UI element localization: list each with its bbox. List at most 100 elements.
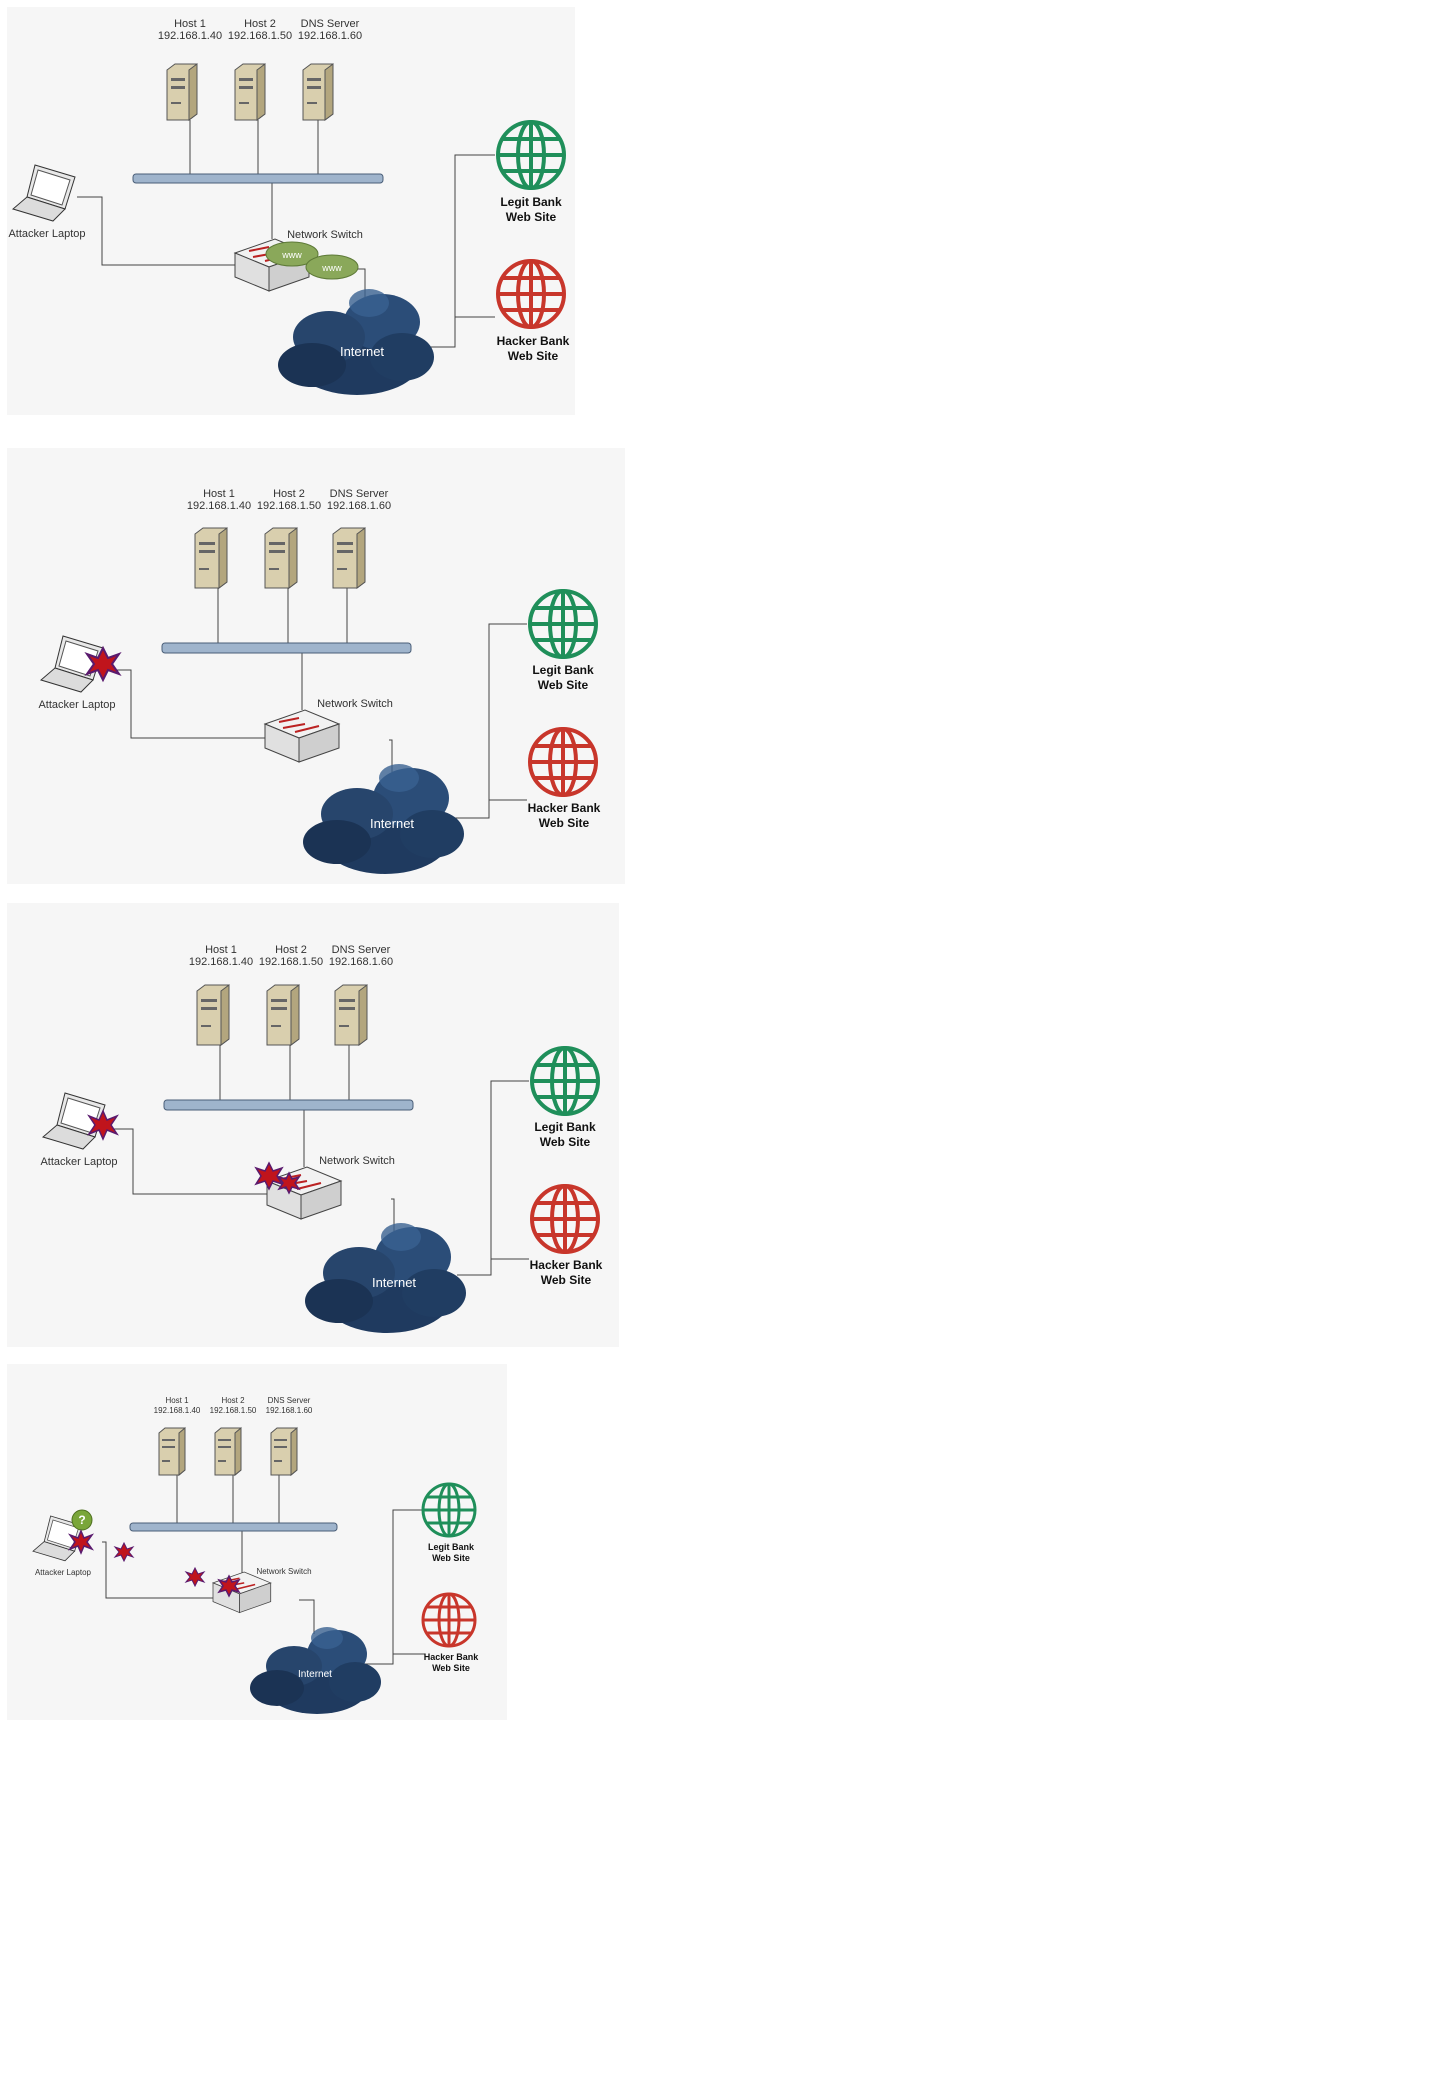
dns-server-ip: 192.168.1.60 — [329, 956, 393, 968]
network-diagram-1: Host 1 192.168.1.40 Host 2 192.168.1.50 … — [8, 18, 570, 395]
attacker-laptop-icon — [41, 1092, 106, 1150]
dns-server-icon — [302, 63, 334, 121]
host-2-ip: 192.168.1.50 — [210, 1406, 257, 1415]
host-2-name: Host 2 — [273, 488, 305, 500]
connection-lines — [77, 120, 495, 348]
host-1-server-icon — [196, 984, 230, 1046]
network-switch-label: Network Switch — [287, 229, 363, 241]
dns-server-ip: 192.168.1.60 — [298, 30, 362, 42]
legit-bank-label-line2: Web Site — [540, 1135, 591, 1149]
network-switch-label: Network Switch — [256, 1567, 311, 1576]
attacker-laptop-label: Attacker Laptop — [8, 228, 85, 240]
legit-bank-label-line2: Web Site — [432, 1553, 470, 1563]
hacker-bank-label-line2: Web Site — [432, 1663, 470, 1673]
hacker-bank-label-line2: Web Site — [539, 816, 590, 830]
legit-bank-globe-icon — [528, 589, 598, 659]
hacker-bank-globe-icon — [496, 259, 566, 329]
host-2-ip: 192.168.1.50 — [259, 956, 323, 968]
www-bubble-1 — [265, 241, 319, 267]
dns-server-icon — [332, 527, 366, 589]
host-1-ip: 192.168.1.40 — [154, 1406, 201, 1415]
attack-burst-icon — [217, 1574, 241, 1598]
host-1-ip: 192.168.1.40 — [189, 956, 253, 968]
question-badge-icon: ? — [71, 1509, 93, 1531]
hacker-bank-label-line2: Web Site — [508, 349, 559, 363]
internet-cloud-icon — [303, 764, 464, 874]
host-2-name: Host 2 — [275, 944, 307, 956]
hacker-bank-label-line1: Hacker Bank — [497, 334, 570, 348]
dns-server-ip: 192.168.1.60 — [266, 1406, 313, 1415]
attack-burst-icon — [254, 1161, 284, 1191]
host-1-name: Host 1 — [165, 1396, 189, 1405]
dns-server-icon — [334, 984, 368, 1046]
hacker-bank-globe-icon — [530, 1184, 600, 1254]
attack-burst-icon — [84, 645, 122, 683]
legit-bank-globe-icon — [530, 1046, 600, 1116]
network-bus — [129, 1522, 338, 1532]
network-bus — [132, 173, 384, 184]
network-switch-icon — [263, 709, 341, 763]
legit-bank-label-line1: Legit Bank — [534, 1120, 596, 1134]
connection-lines — [99, 1028, 529, 1276]
attacker-laptop-icon — [11, 164, 76, 222]
diagram-panel-3: Host 1 192.168.1.40 Host 2 192.168.1.50 … — [7, 903, 619, 1347]
attack-burst-icon — [113, 1541, 135, 1563]
attack-burst-icon — [277, 1171, 301, 1195]
network-switch-label: Network Switch — [317, 698, 393, 710]
legit-bank-label-line1: Legit Bank — [428, 1542, 475, 1552]
host-1-name: Host 1 — [174, 18, 206, 30]
question-mark: ? — [78, 1513, 85, 1527]
attack-burst-icon — [87, 1109, 119, 1141]
network-bus — [163, 1099, 414, 1111]
legit-bank-globe-icon — [421, 1482, 477, 1538]
attack-burst-icon — [184, 1566, 206, 1588]
diagram-panel-2: Host 1 192.168.1.40 Host 2 192.168.1.50 … — [7, 448, 625, 884]
www-bubble-2 — [305, 254, 359, 280]
connection-lines — [102, 1459, 425, 1665]
network-switch-icon — [211, 1571, 272, 1614]
dns-server-icon — [270, 1426, 298, 1477]
www-bubble-1-label: www — [281, 250, 302, 260]
dns-server-ip: 192.168.1.60 — [327, 500, 391, 512]
hacker-bank-label-line1: Hacker Bank — [530, 1258, 603, 1272]
dns-server-name: DNS Server — [330, 488, 389, 500]
network-diagram-3: Host 1 192.168.1.40 Host 2 192.168.1.50 … — [40, 944, 603, 1333]
host-1-server-icon — [194, 527, 228, 589]
host-1-ip: 192.168.1.40 — [158, 30, 222, 42]
network-diagram-2: Host 1 192.168.1.40 Host 2 192.168.1.50 … — [38, 488, 601, 874]
host-1-name: Host 1 — [203, 488, 235, 500]
internet-cloud-icon — [278, 289, 434, 395]
network-diagram-4: Host 1 192.168.1.40 Host 2 192.168.1.50 … — [32, 1396, 479, 1714]
diagram-panel-1: Host 1 192.168.1.40 Host 2 192.168.1.50 … — [7, 7, 575, 415]
host-2-server-icon — [234, 63, 266, 121]
network-switch-label: Network Switch — [319, 1155, 395, 1167]
legit-bank-label-line1: Legit Bank — [500, 195, 562, 209]
host-2-server-icon — [214, 1426, 242, 1477]
legit-bank-globe-icon — [496, 120, 566, 190]
host-1-name: Host 1 — [205, 944, 237, 956]
host-1-ip: 192.168.1.40 — [187, 500, 251, 512]
host-2-server-icon — [266, 984, 300, 1046]
hacker-bank-label-line1: Hacker Bank — [528, 801, 601, 815]
dns-server-name: DNS Server — [332, 944, 391, 956]
dns-server-name: DNS Server — [301, 18, 360, 30]
diagram-panel-4: Host 1 192.168.1.40 Host 2 192.168.1.50 … — [7, 1364, 507, 1720]
www-bubble-2-label: www — [321, 263, 342, 273]
internet-label: Internet — [372, 1275, 416, 1290]
host-2-name: Host 2 — [221, 1396, 245, 1405]
attacker-laptop-label: Attacker Laptop — [35, 1568, 92, 1577]
connection-lines — [97, 571, 527, 819]
attacker-laptop-label: Attacker Laptop — [40, 1156, 117, 1168]
internet-cloud-icon — [305, 1223, 466, 1333]
attack-burst-icon — [67, 1529, 95, 1555]
legit-bank-label-line2: Web Site — [538, 678, 589, 692]
dns-server-name: DNS Server — [268, 1396, 311, 1405]
host-2-name: Host 2 — [244, 18, 276, 30]
internet-label: Internet — [298, 1669, 332, 1680]
legit-bank-label-line2: Web Site — [506, 210, 557, 224]
host-1-server-icon — [166, 63, 198, 121]
internet-label: Internet — [340, 344, 384, 359]
internet-label: Internet — [370, 816, 414, 831]
internet-cloud-icon — [250, 1627, 381, 1714]
legit-bank-label-line1: Legit Bank — [532, 663, 594, 677]
